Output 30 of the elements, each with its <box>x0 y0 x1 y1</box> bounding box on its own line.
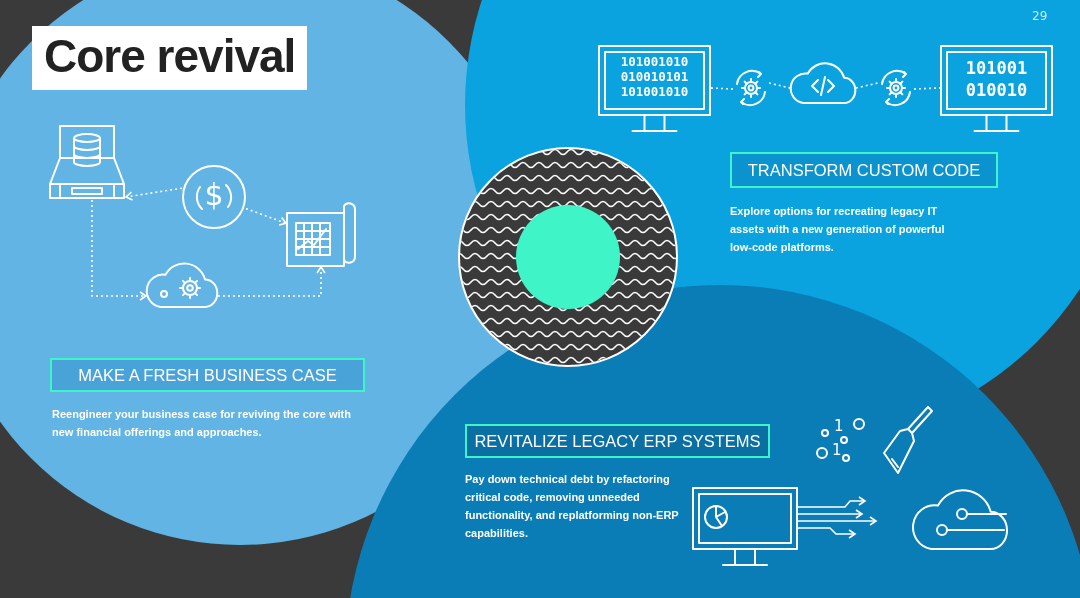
body-text: Explore options for recreating legacy IT assets with a new generation of powerful low-code platforms. <box>730 204 946 255</box>
body-text: Pay down technical debt by refactoring critical code, removing unneeded functionality, and replatforming non-ERP capabilities. <box>465 472 680 541</box>
body-text: Reengineer your business case for reviving the core with new financial offerings and approaches. <box>52 407 352 440</box>
arrow <box>797 496 866 508</box>
cloud-code-icon <box>790 62 856 104</box>
title: Core revival <box>32 26 308 90</box>
monitor-chart-icon <box>692 487 798 567</box>
arrow <box>217 266 326 297</box>
arrow <box>797 527 856 539</box>
heading-banner: MAKE A FRESH BUSINESS CASE <box>50 358 365 392</box>
binary-digit: 1 <box>834 419 844 434</box>
binary-text: 101001010 010010101 101001010 <box>619 54 690 99</box>
coin-icon <box>182 165 246 229</box>
gear-sync-icon <box>878 70 914 106</box>
cloud-circuit-icon <box>912 488 1008 550</box>
binary-text: 101001 010010 <box>964 57 1029 101</box>
blueprint-chart-icon <box>286 205 356 267</box>
dollar-sign: $ <box>203 177 225 212</box>
arrow <box>245 207 287 226</box>
arrow <box>91 199 147 301</box>
database-case-icon <box>48 124 126 200</box>
arrow <box>125 187 183 201</box>
heading-banner: REVITALIZE LEGACY ERP SYSTEMS <box>465 424 770 458</box>
arrow <box>797 509 863 519</box>
page-number: 29 <box>1032 10 1048 22</box>
cloud-gear-icon <box>146 262 218 308</box>
binary-digit: 1 <box>832 443 842 458</box>
arrow <box>797 516 877 526</box>
heading-banner: TRANSFORM CUSTOM CODE <box>730 152 998 188</box>
gear-sync-icon <box>733 70 769 106</box>
